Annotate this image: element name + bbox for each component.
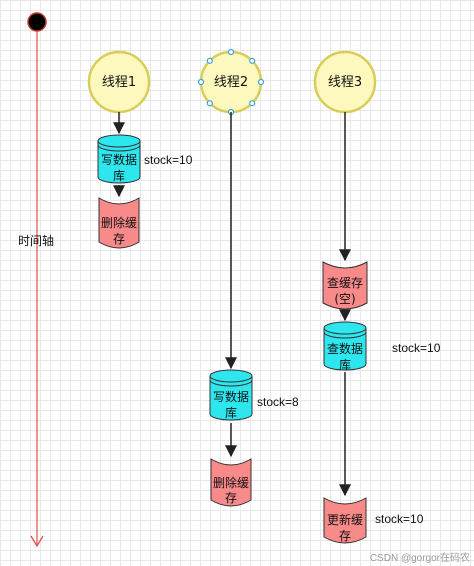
handle-top-right[interactable]	[249, 57, 256, 64]
timeline: 时间轴	[18, 12, 54, 548]
db-cylinder-band	[209, 379, 253, 387]
node-label-line2: 存	[339, 529, 351, 543]
db-cylinder-top	[209, 369, 253, 383]
t3-query-db-node[interactable]: 查数据 库	[323, 321, 367, 372]
handle-top[interactable]	[227, 48, 235, 56]
handle-bottom-left[interactable]	[206, 100, 213, 107]
handle-right[interactable]	[257, 78, 265, 86]
watermark: CSDN @gorgor在码农	[370, 551, 470, 564]
handle-top-left[interactable]	[206, 57, 213, 64]
thread-1[interactable]: 线程1	[87, 50, 151, 114]
t3-query-cache-node[interactable]: 查缓存 (空)	[322, 261, 368, 310]
selection-handles[interactable]	[197, 48, 265, 116]
node-label-line1: 删除缓	[213, 475, 249, 490]
t1-write-db-node[interactable]: 写数据 库	[97, 134, 141, 184]
node-label-line2: 存	[225, 491, 237, 505]
node-label-line2: 库	[339, 357, 351, 372]
thread-3[interactable]: 线程3	[313, 50, 377, 114]
node-label-line1: 写数据	[213, 389, 249, 404]
node-label-line1: 写数据	[101, 152, 137, 167]
handle-bottom-right[interactable]	[249, 100, 256, 107]
db-cylinder-body	[97, 140, 141, 184]
t2-delete-cache-node[interactable]: 删除缓 存	[210, 458, 252, 507]
node-label-line2: 库	[225, 405, 237, 420]
node-label-line1: 删除缓	[101, 215, 137, 230]
timeline-label: 时间轴	[18, 233, 54, 248]
thread-label: 线程3	[328, 75, 362, 90]
handle-left[interactable]	[197, 78, 205, 86]
db-cylinder-top	[97, 134, 141, 148]
timeline-arrow-head	[30, 535, 44, 548]
node-label-line2: 存	[113, 232, 125, 246]
t1-delete-cache-node[interactable]: 删除缓 存	[98, 197, 140, 249]
t2-stock-note: stock=8	[257, 395, 299, 409]
cache-shape	[322, 261, 368, 310]
db-cylinder-top	[323, 321, 367, 335]
cache-shape	[98, 197, 140, 249]
node-label-line1: 查数据	[327, 341, 363, 356]
db-cylinder-band	[323, 331, 367, 339]
node-label-line1: 查缓存	[327, 276, 363, 290]
thread-2[interactable]: 线程2	[197, 48, 265, 116]
thread-label: 线程1	[102, 75, 136, 90]
db-cylinder-band	[97, 144, 141, 152]
node-label-line2: 库	[113, 168, 125, 183]
db-cylinder-body	[323, 327, 367, 371]
node-label-line2: (空)	[334, 292, 355, 306]
thread-label: 线程2	[214, 75, 248, 90]
t3-update-stock-note: stock=10	[375, 512, 424, 526]
t2-write-db-node[interactable]: 写数据 库	[209, 369, 253, 421]
t3-query-db-stock-note: stock=10	[392, 341, 441, 355]
cache-shape	[210, 458, 252, 507]
t1-stock-note: stock=10	[144, 153, 193, 167]
cache-shape	[323, 497, 367, 544]
db-cylinder-body	[209, 375, 253, 421]
timeline-start-node	[27, 12, 47, 32]
node-label-line1: 更新缓	[327, 512, 363, 527]
t3-update-cache-node[interactable]: 更新缓 存	[323, 497, 367, 544]
flow-arrows	[113, 112, 351, 497]
